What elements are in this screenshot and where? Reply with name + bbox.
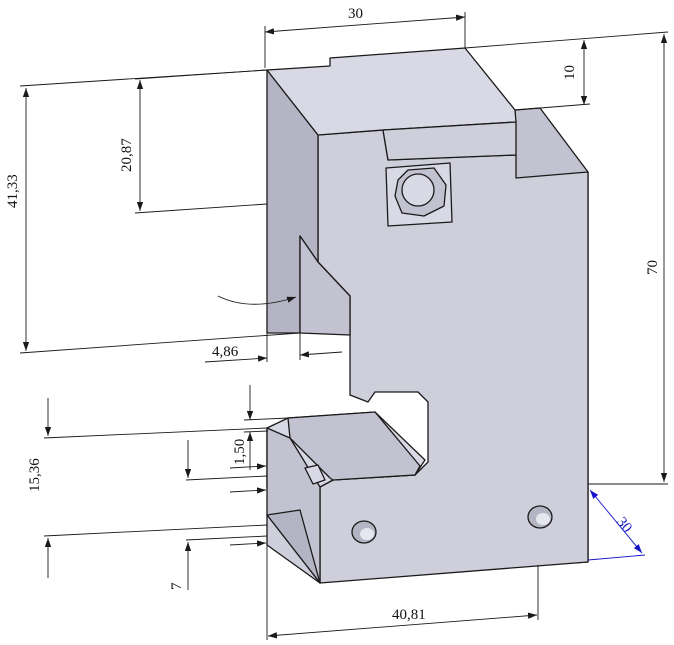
label-top-step: 10: [562, 65, 578, 80]
dim-line-top-width: [264, 14, 466, 35]
label-slot-height: 15,36: [27, 458, 43, 492]
part-model: [266, 47, 589, 584]
part-top-ledge: [382, 121, 517, 161]
dimension-lines: [19, 12, 669, 640]
channel-pin: [304, 464, 326, 485]
label-top-width: 30: [348, 6, 363, 22]
label-bottom-length: 40,81: [392, 607, 426, 623]
lower-shelf-inner: [287, 411, 421, 481]
label-upper-offset: 20,87: [119, 138, 135, 172]
channel-bottom-face: [266, 514, 321, 584]
label-total-height: 70: [645, 260, 661, 275]
dim-arc-angle: [217, 295, 297, 305]
label-left-height: 41,33: [5, 174, 21, 208]
label-depth: 30: [613, 514, 635, 536]
dim-line-wall-right: [299, 351, 343, 358]
hole-left-inner: [360, 528, 374, 540]
label-wall-thickness: 4,86: [212, 344, 239, 360]
dim-line-wall-left: [204, 355, 268, 363]
hole-right-inner: [536, 513, 550, 525]
label-gap: 1,50: [232, 439, 248, 465]
bolt-top: [401, 173, 435, 207]
label-bottom-offset: 7: [169, 582, 185, 590]
dim-line-bottom-length: [267, 612, 538, 639]
dim-line-depth: [589, 489, 643, 554]
part-inner-left-wall: [299, 235, 351, 336]
